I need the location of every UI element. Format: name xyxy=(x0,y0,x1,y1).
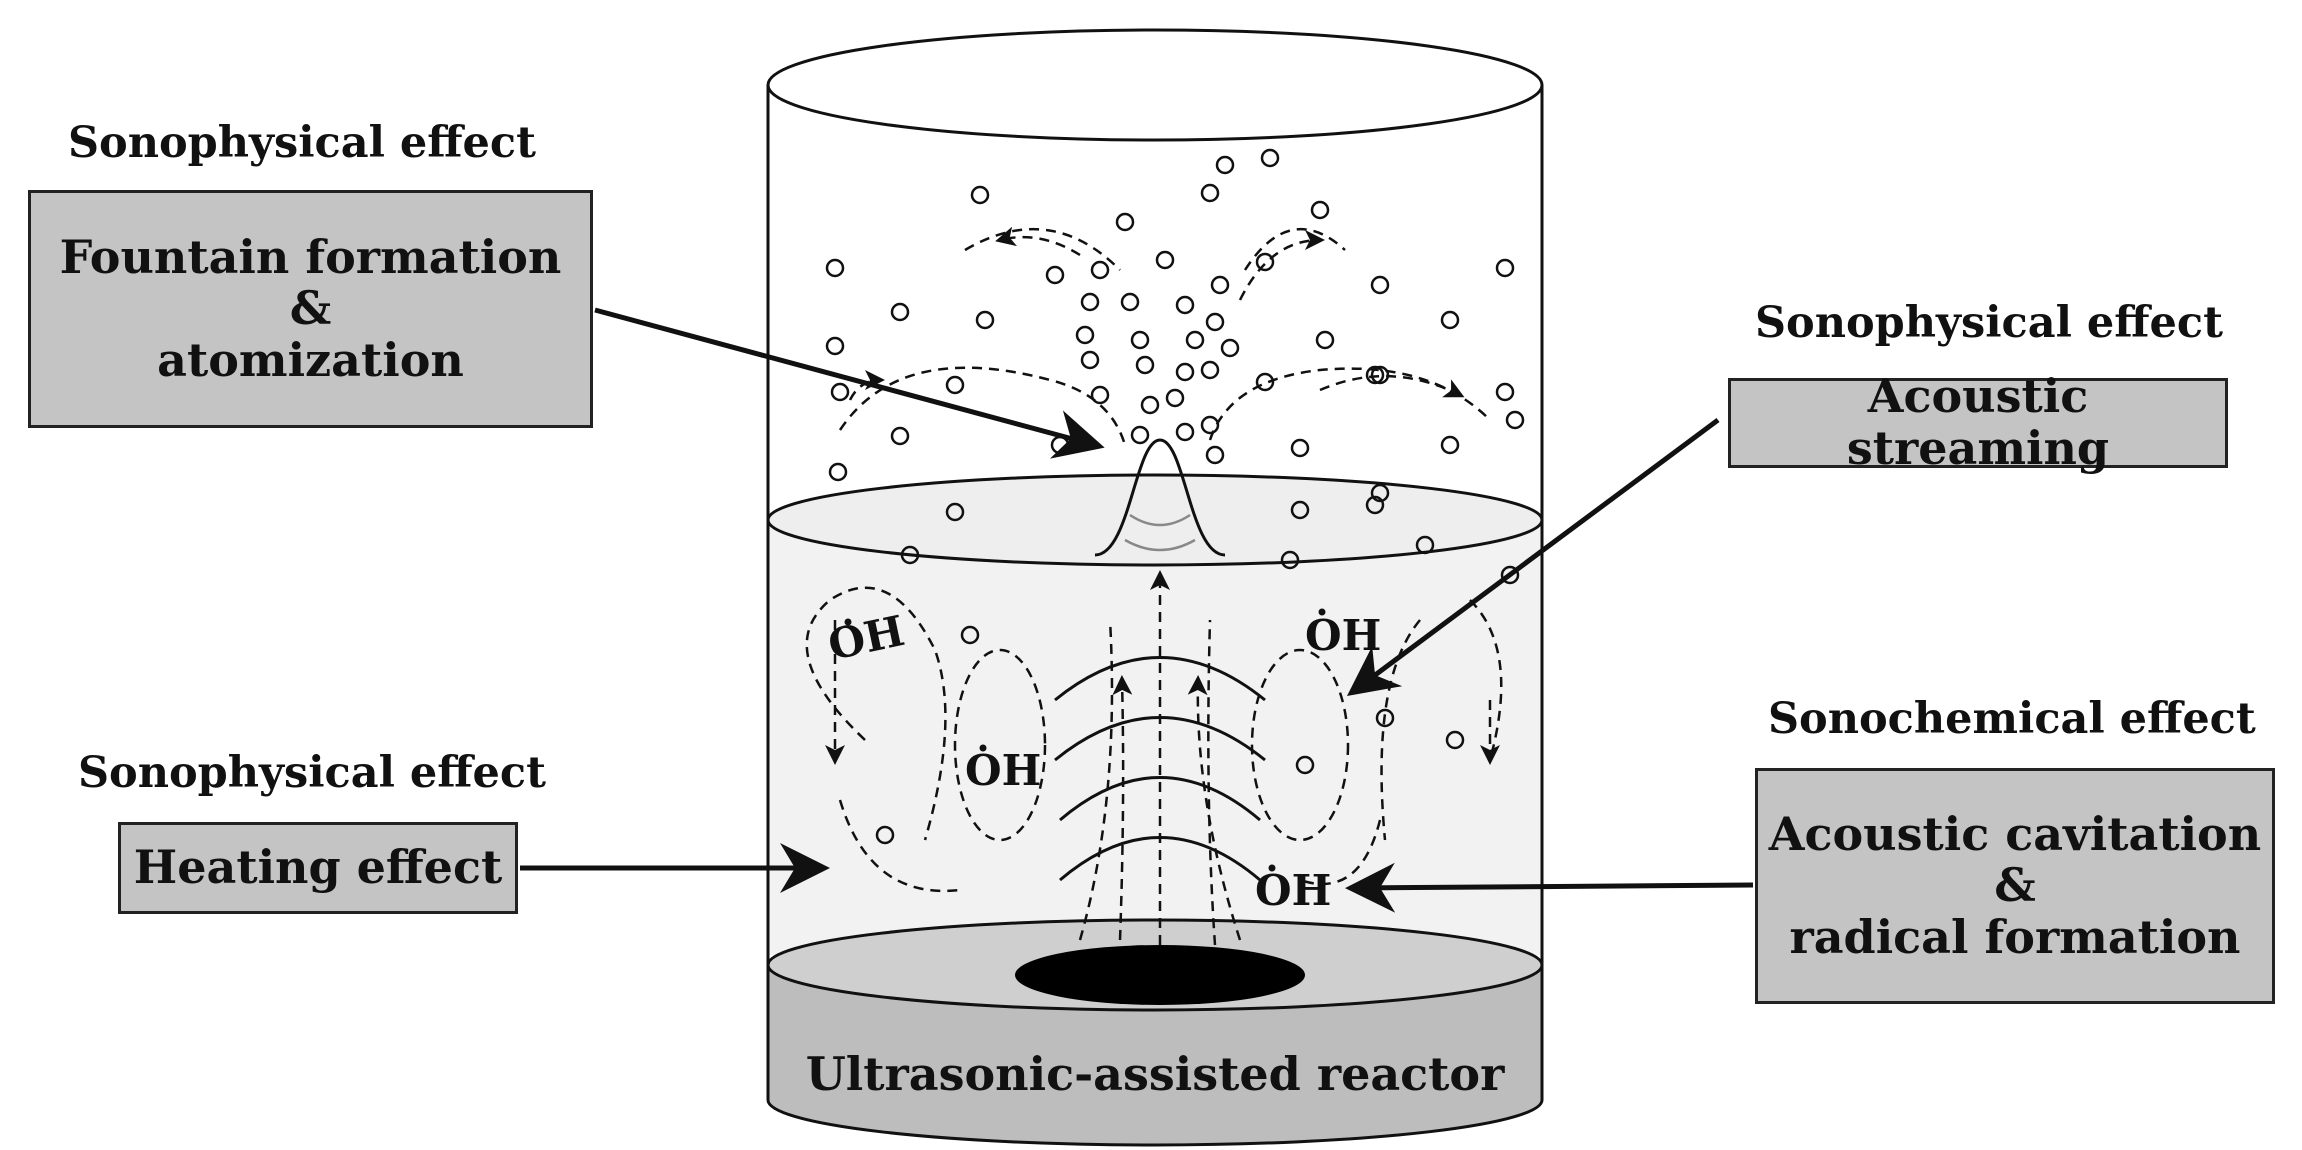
arrow-fountain xyxy=(594,307,1105,459)
acoustic-streaming-box: Acoustic streaming xyxy=(1728,371,2228,474)
heating-heading: Sonophysical effect xyxy=(78,748,546,798)
fountain-line-1: Fountain formation xyxy=(59,229,562,284)
streaming-line-1: Acoustic streaming xyxy=(1846,369,2110,475)
fountain-heading: Sonophysical effect xyxy=(68,118,536,168)
callout-arrows xyxy=(520,307,1754,913)
streaming-heading: Sonophysical effect xyxy=(1755,298,2223,348)
liquid-surface xyxy=(766,473,1544,567)
cavitation-line-3: radical formation xyxy=(1789,909,2241,964)
transducer-icon xyxy=(1015,945,1305,1005)
fountain-peak xyxy=(1094,438,1226,557)
reactor-base xyxy=(766,963,1544,1147)
radical-oh-4: OH xyxy=(1255,866,1331,915)
radical-oh-3: OH xyxy=(965,746,1041,795)
cavitation-heading: Sonochemical effect xyxy=(1768,694,2256,744)
cavitation-line-2: & xyxy=(1994,858,2036,913)
reactor-top-rim xyxy=(766,28,1544,142)
radical-oh-2: OH xyxy=(1305,611,1381,660)
acoustic-cavitation-box: Acoustic cavitation & radical formation xyxy=(1755,768,2275,1004)
fountain-formation-box: Fountain formation & atomization xyxy=(28,190,593,428)
arrow-cavitation xyxy=(1345,862,1754,913)
heating-effect-box: Heating effect xyxy=(118,822,518,914)
bubble-droplets xyxy=(825,148,1525,845)
fountain-line-3: atomization xyxy=(157,332,464,387)
heating-line-1: Heating effect xyxy=(133,840,503,895)
fountain-line-2: & xyxy=(289,281,332,336)
atomization-flow-arcs xyxy=(838,226,1491,446)
arrow-streaming xyxy=(1346,417,1720,696)
radical-labels: OH OH OH OH xyxy=(824,606,1381,915)
flow-lines xyxy=(805,570,1503,946)
cavitation-line-1: Acoustic cavitation xyxy=(1768,806,2262,861)
liquid-body xyxy=(768,520,1542,955)
reactor-base-label: Ultrasonic-assisted reactor xyxy=(806,1047,1505,1101)
